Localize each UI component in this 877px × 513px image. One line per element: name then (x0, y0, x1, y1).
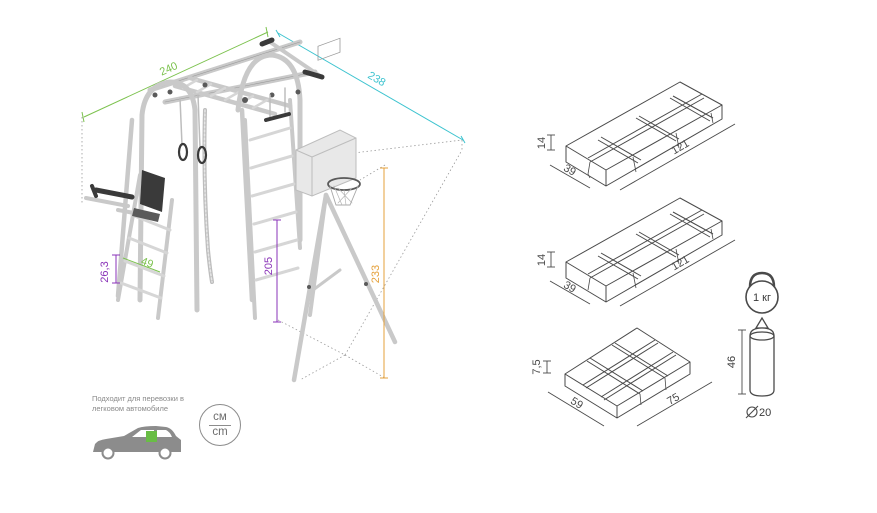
playground-frame (115, 37, 325, 320)
hoop-height-label: 233 (370, 265, 382, 283)
rung-spacing-label: 26,3 (99, 261, 111, 282)
bag-height: 46 (726, 356, 738, 368)
punching-bag-icon (749, 316, 775, 397)
ladder-width-label: 49 (139, 255, 155, 270)
height-label: 205 (263, 257, 275, 275)
width-label: 240 (158, 60, 180, 78)
depth-label: 238 (366, 70, 388, 90)
dip-station (84, 170, 165, 222)
basketball-stand (291, 37, 398, 383)
unit-top: см (213, 411, 227, 423)
package-box-2 (565, 197, 723, 303)
transport-note: Подходит для перевозки в легковом автомо… (92, 394, 184, 413)
package-2-width: 39 (561, 279, 578, 296)
unit-divider (209, 424, 231, 426)
package-box-1 (565, 81, 723, 187)
package-3-width: 59 (568, 395, 585, 412)
ladder-dimensions: 26,3 49 (99, 254, 161, 284)
package-1-width: 39 (561, 162, 578, 179)
package-3-height: 7,5 (531, 359, 543, 374)
kettlebell-weight: 1 кг (753, 292, 771, 304)
package-3-length: 75 (665, 391, 682, 408)
package-1-height: 14 (536, 137, 548, 149)
unit-bottom: cm (212, 426, 228, 438)
bag-diameter: 20 (759, 407, 771, 419)
height-dimension: 205 (263, 219, 281, 323)
units-badge: см cm (199, 404, 241, 446)
depth-dimension: 238 (275, 29, 466, 144)
package-box-3 (564, 327, 691, 419)
car-icon (93, 426, 181, 460)
diameter-icon (745, 405, 759, 419)
hoop-height-dimension: 233 (370, 167, 388, 379)
package-1-dimensions (547, 123, 736, 191)
kettlebell-icon: 1 кг (745, 271, 779, 314)
bag-height-dimension (738, 329, 746, 395)
package-2-height: 14 (536, 254, 548, 266)
package-2-dimensions (547, 239, 736, 307)
package-3-dimensions (543, 360, 713, 427)
